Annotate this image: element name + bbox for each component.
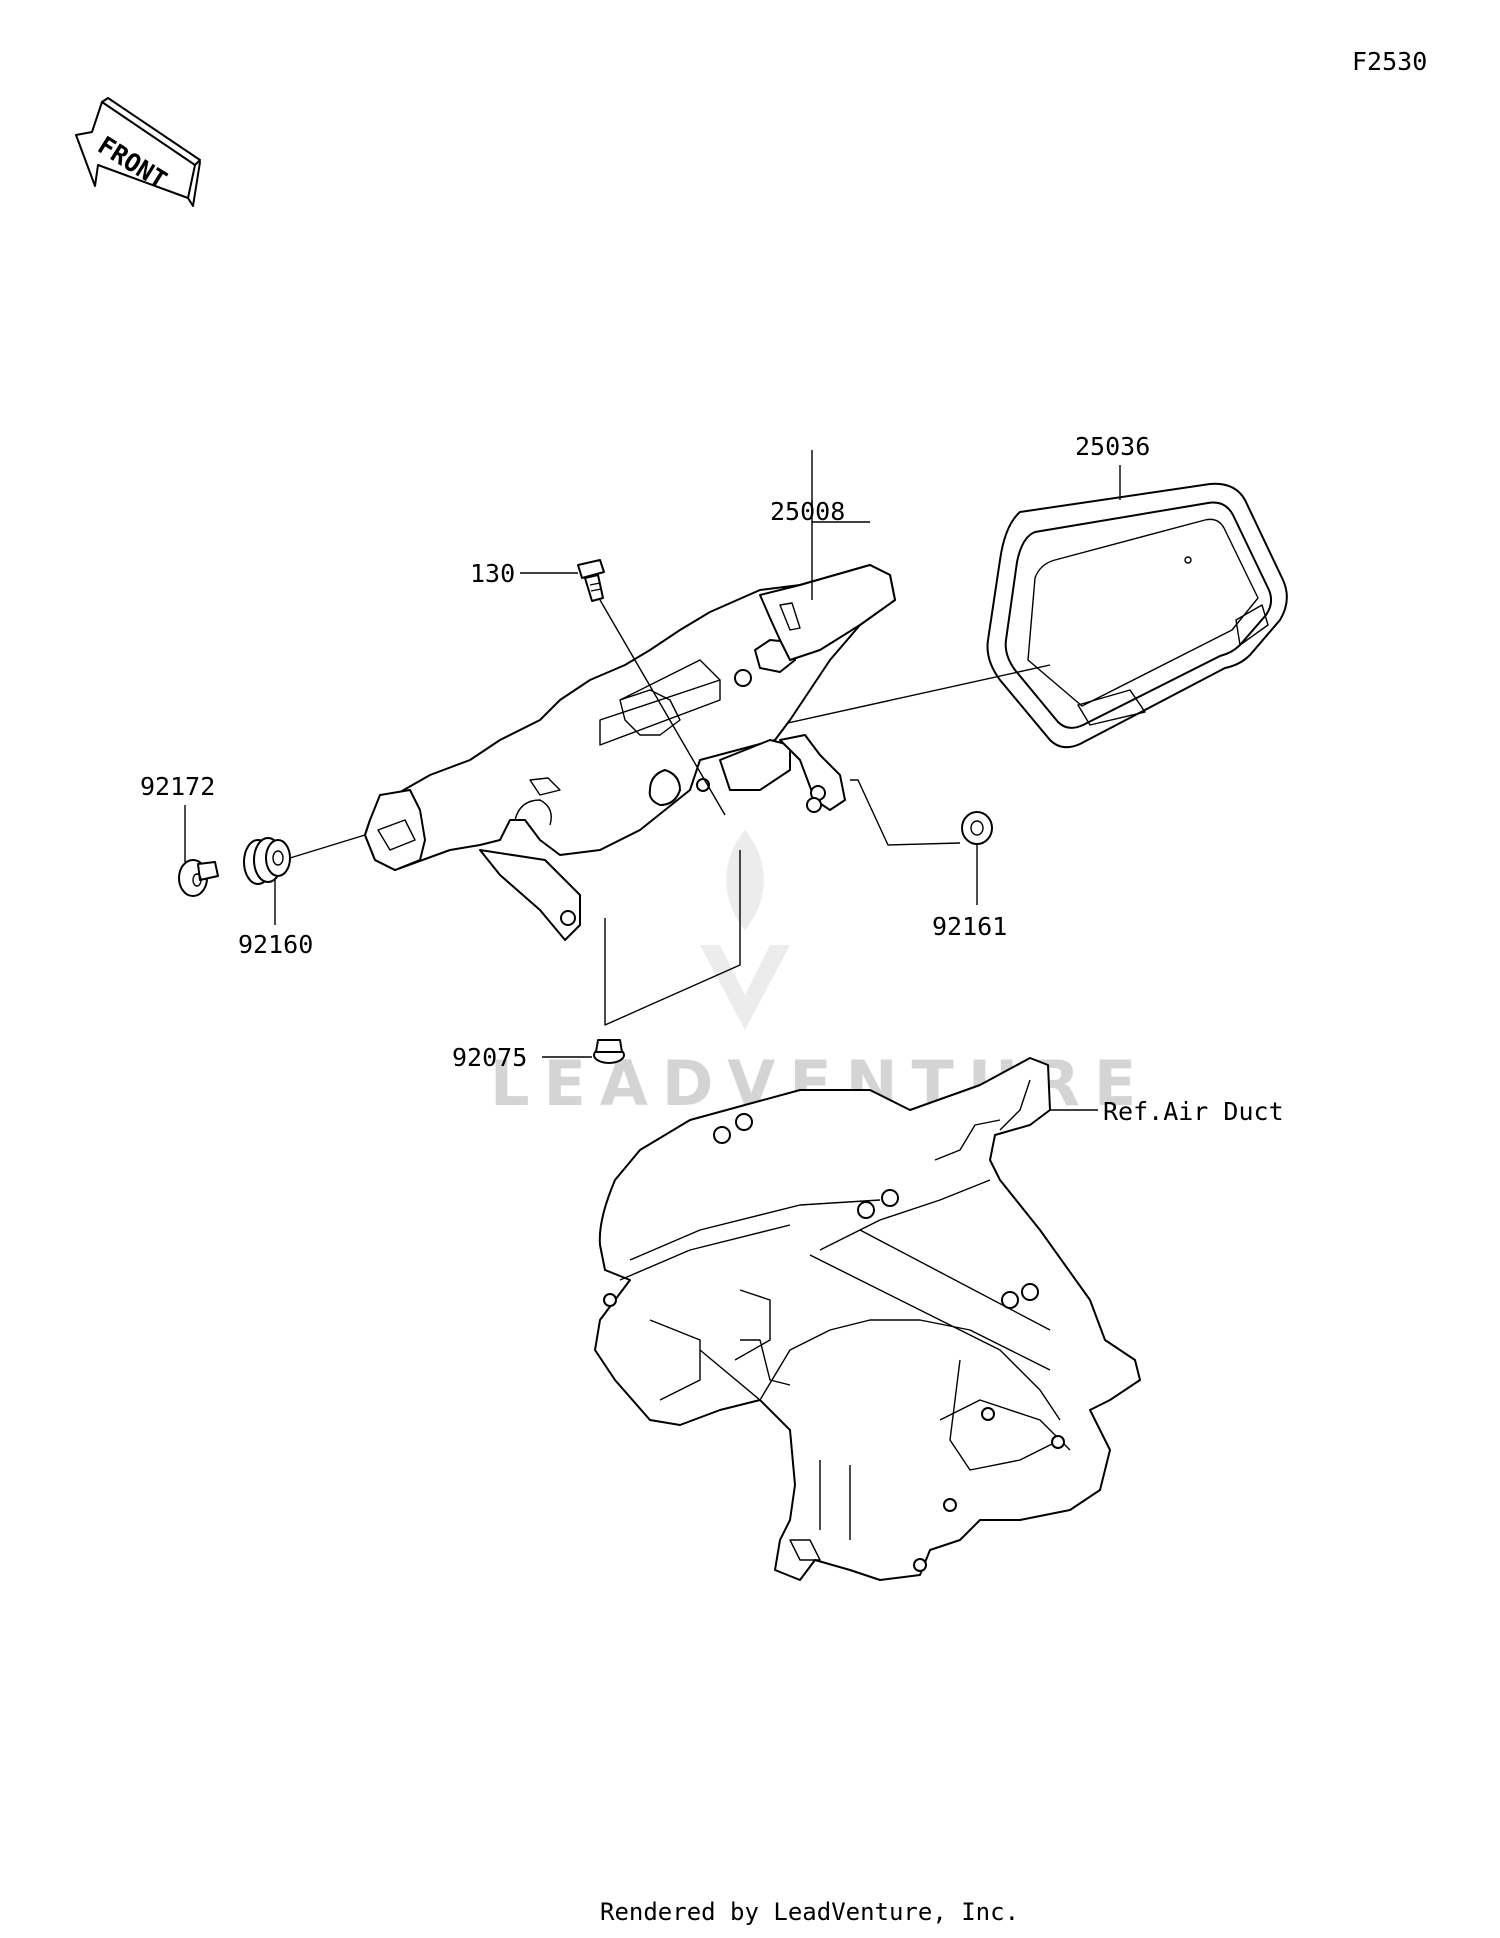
grommet-92160 (243, 837, 291, 885)
reference-label-air-duct: Ref.Air Duct (1103, 1097, 1284, 1126)
footer-credit: Rendered by LeadVenture, Inc. (600, 1898, 1019, 1926)
air-duct-reference (594, 1057, 1141, 1581)
part-number-25036: 25036 (1075, 432, 1150, 461)
part-number-25008: 25008 (770, 497, 845, 526)
damper-92075 (593, 1039, 625, 1064)
part-number-92161: 92161 (932, 912, 1007, 941)
meter-cover-25036 (986, 482, 1288, 749)
figure-code: F2530 (1352, 47, 1427, 76)
part-number-92160: 92160 (238, 930, 313, 959)
bolt-130 (577, 559, 605, 602)
part-number-130: 130 (470, 559, 515, 588)
meter-bracket-25008 (364, 564, 896, 941)
part-number-92172: 92172 (140, 772, 215, 801)
collar-92172 (178, 859, 219, 897)
front-arrow-icon: FRONT (75, 97, 201, 207)
nut-92161 (961, 811, 993, 845)
watermark-logo (700, 830, 790, 1030)
part-number-92075: 92075 (452, 1043, 527, 1072)
